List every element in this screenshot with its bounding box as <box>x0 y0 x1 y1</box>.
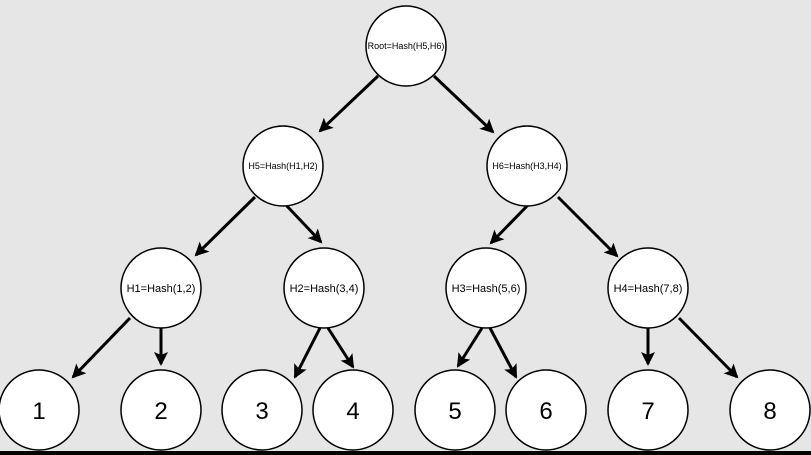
leaf-node-8: 8 <box>729 369 811 451</box>
node-h5-label: H5=Hash(H1,H2) <box>248 161 317 171</box>
leaf-node-1-label: 1 <box>32 398 45 425</box>
bottom-border <box>0 451 811 455</box>
node-h4: H4=Hash(7,8) <box>607 247 689 329</box>
node-h1-label: H1=Hash(1,2) <box>127 283 196 295</box>
edge-h5-h2 <box>283 202 323 244</box>
node-h6-circle <box>486 125 568 207</box>
leaf-node-7-circle <box>607 369 689 451</box>
leaf-node-4: 4 <box>312 369 394 451</box>
leaf-node-5-label: 5 <box>448 398 461 425</box>
node-h3: H3=Hash(5,6) <box>445 247 527 329</box>
leaf-node-8-circle <box>729 369 811 451</box>
node-h5: H5=Hash(H1,H2) <box>242 125 324 207</box>
node-h1: H1=Hash(1,2) <box>120 247 202 329</box>
edge-h2-leaf4 <box>326 327 355 369</box>
node-h3-label: H3=Hash(5,6) <box>452 283 521 295</box>
edge-h4-leaf8 <box>677 316 739 379</box>
leaf-node-2-circle <box>120 369 202 451</box>
node-h2-circle <box>283 247 365 329</box>
leaf-node-5: 5 <box>414 369 496 451</box>
leaf-node-6: 6 <box>505 369 587 451</box>
node-h5-circle <box>242 125 324 207</box>
leaf-node-2-label: 2 <box>154 398 167 425</box>
leaf-node-3-circle <box>221 369 303 451</box>
leaf-node-4-circle <box>312 369 394 451</box>
edge-root-h6 <box>432 74 495 134</box>
edge-h2-leaf3 <box>293 327 322 379</box>
node-h1-circle <box>120 247 202 329</box>
leaf-node-3-label: 3 <box>255 398 268 425</box>
node-h3-circle <box>445 247 527 329</box>
edge-h3-leaf6 <box>488 327 518 379</box>
node-h2: H2=Hash(3,4) <box>283 247 365 329</box>
node-root: Root=Hash(H5,H6) <box>365 5 447 87</box>
leaf-node-8-label: 8 <box>763 398 776 425</box>
node-h6: H6=Hash(H3,H4) <box>486 125 568 207</box>
leaf-node-4-label: 4 <box>346 398 359 425</box>
node-root-circle <box>365 5 447 87</box>
edge-h1-leaf1 <box>71 316 132 379</box>
node-h6-label: H6=Hash(H3,H4) <box>492 161 561 171</box>
edge-h5-h1 <box>194 195 257 257</box>
leaf-node-1-circle <box>0 369 80 451</box>
node-h2-label: H2=Hash(3,4) <box>290 283 359 295</box>
leaf-node-3: 3 <box>221 369 303 451</box>
edge-h3-leaf5 <box>456 327 484 368</box>
leaf-node-7: 7 <box>607 369 689 451</box>
leaf-node-7-label: 7 <box>641 398 654 425</box>
leaf-node-1: 1 <box>0 369 80 451</box>
leaf-node-6-circle <box>505 369 587 451</box>
leaf-node-6-label: 6 <box>539 398 552 425</box>
leaf-node-2: 2 <box>120 369 202 451</box>
node-h4-circle <box>607 247 689 329</box>
edge-h6-h3 <box>489 202 531 245</box>
edge-h6-h4 <box>556 195 619 258</box>
edge-root-h5 <box>318 74 380 133</box>
leaf-node-5-circle <box>414 369 496 451</box>
node-root-label: Root=Hash(H5,H6) <box>368 41 445 51</box>
node-h4-label: H4=Hash(7,8) <box>614 283 683 295</box>
